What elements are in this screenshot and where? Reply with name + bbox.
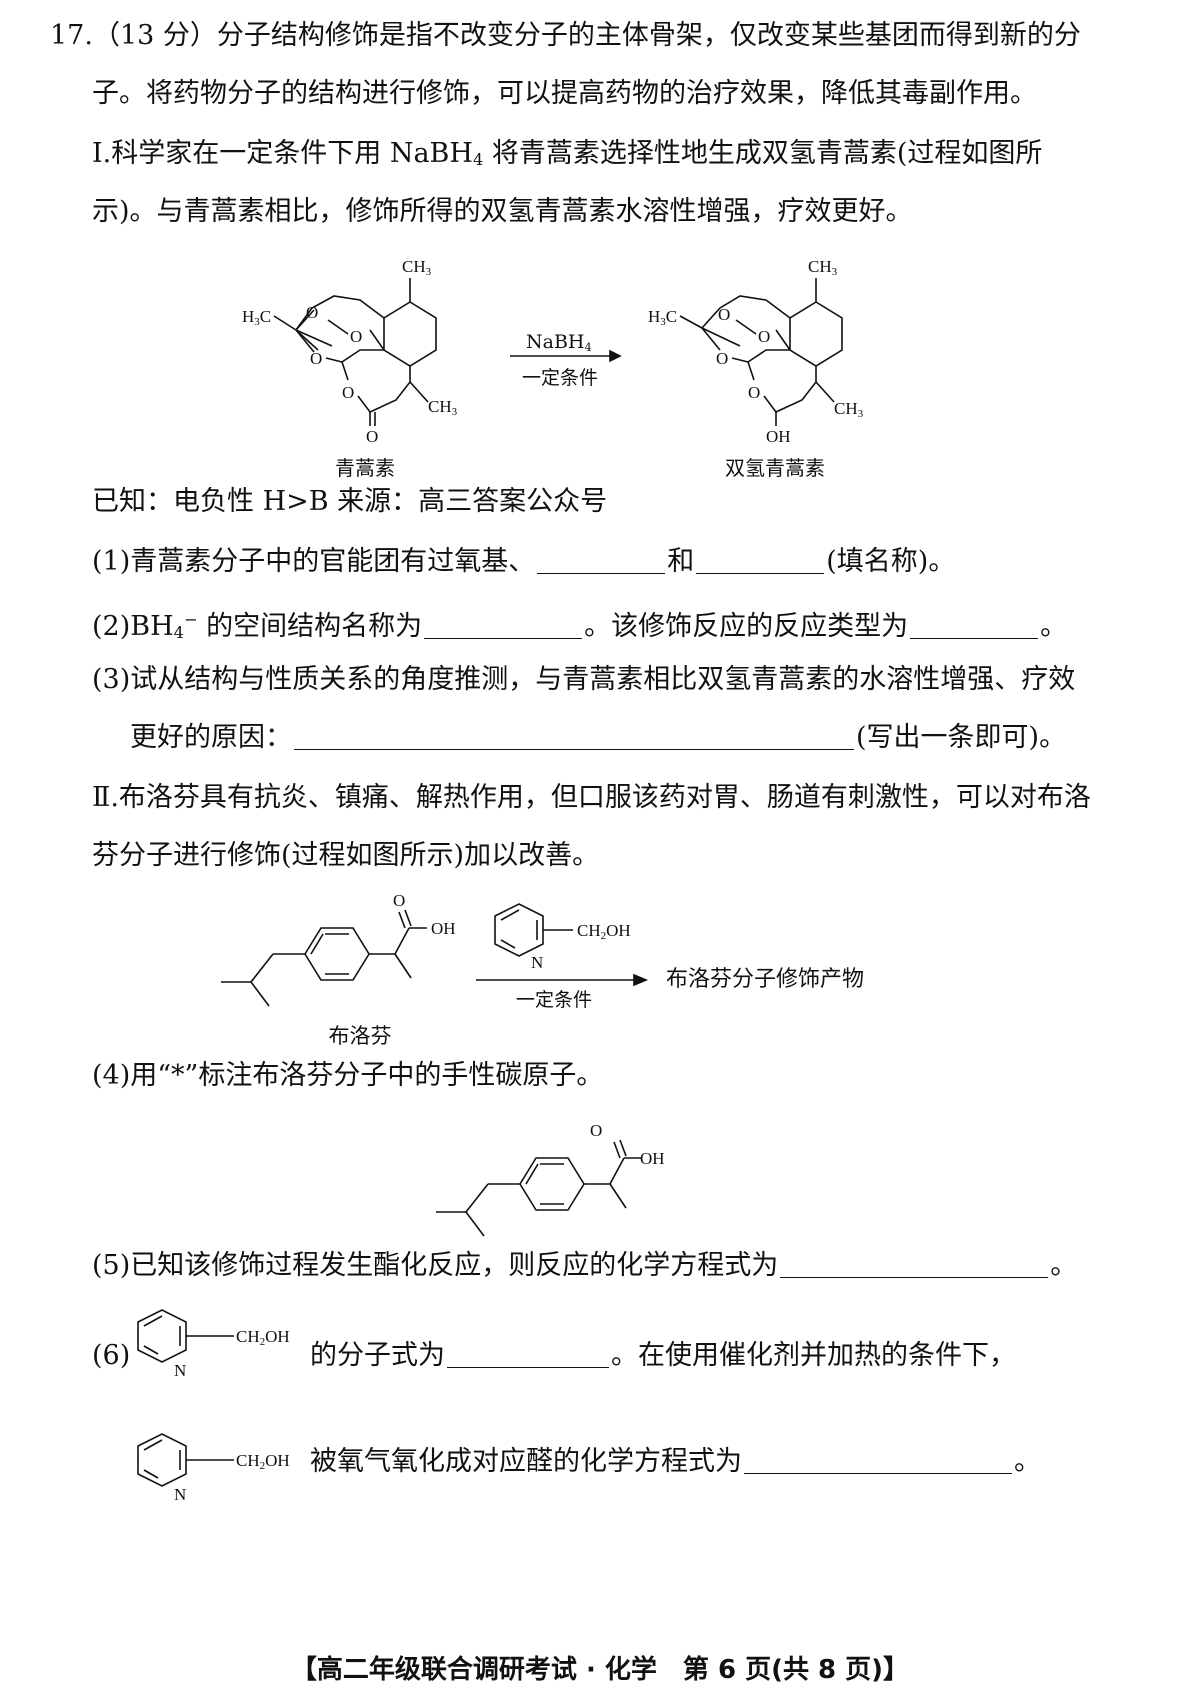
q6-line-2: 被氧气氧化成对应醛的化学方程式为 。 bbox=[310, 1442, 1070, 1482]
dihydroartemisinin-structure: CH3 O O H3C O O CH3 OH bbox=[648, 257, 864, 446]
q6-text-d: 被氧气氧化成对应醛的化学方程式为 bbox=[310, 1446, 742, 1477]
q1-line: (1)青蒿素分子中的官能团有过氧基、 和 (填名称)。 bbox=[92, 542, 1200, 582]
q6-blank-1[interactable] bbox=[447, 1337, 609, 1368]
dihydro-ch3-top-label: CH3 bbox=[808, 257, 838, 278]
dihydro-o4-label: O bbox=[748, 383, 760, 402]
scheme2-condition: 一定条件 bbox=[516, 989, 593, 1011]
artemisinin-ch3-bottom-label: CH3 bbox=[428, 397, 458, 418]
q3-text-b: (写出一条即可)。 bbox=[856, 722, 1067, 753]
part1-line-1-text-b: 将青蒿素选择性地生成双氢青蒿素(过程如图所 bbox=[483, 138, 1043, 169]
part1-line-1-sub: 4 bbox=[472, 150, 484, 169]
part1-line-1: Ⅰ.科学家在一定条件下用 NaBH4 将青蒿素选择性地生成双氢青蒿素(过程如图所 bbox=[92, 134, 1200, 180]
dihydro-o1-label: O bbox=[758, 327, 770, 346]
dihydro-o3-label: O bbox=[716, 349, 728, 368]
artemisinin-carbonyl-o-label: O bbox=[366, 427, 378, 446]
q4-oh-label: OH bbox=[640, 1149, 665, 1168]
q2-text-c: 。该修饰反应的反应类型为 bbox=[584, 611, 909, 642]
artemisinin-h3c-label: H3C bbox=[242, 307, 271, 328]
q3-line-2: 更好的原因： (写出一条即可)。 bbox=[130, 718, 1200, 758]
q2-blank-1[interactable] bbox=[424, 608, 583, 639]
pyridinemethanol-q6-structure-2: N CH2OH bbox=[137, 1433, 290, 1504]
q6-text-e: 。 bbox=[1014, 1446, 1041, 1477]
q5-line: (5)已知该修饰过程发生酯化反应，则反应的化学方程式为 。 bbox=[92, 1246, 1200, 1286]
q4-carbonyl-o-label: O bbox=[590, 1121, 602, 1140]
part1-line-2: 示)。与青蒿素相比，修饰所得的双氢青蒿素水溶性增强，疗效更好。 bbox=[92, 196, 913, 227]
q5-blank[interactable] bbox=[780, 1247, 1049, 1278]
pyridinemethanol-q6-structure: N CH2OH bbox=[137, 1309, 290, 1380]
artemisinin-o2-label: O bbox=[306, 303, 318, 322]
dihydro-ch3-bottom-label: CH3 bbox=[834, 399, 864, 420]
q6-label: (6) bbox=[92, 1340, 131, 1371]
q6-text-b: 的分子式为 bbox=[310, 1340, 445, 1371]
scheme1-arrow bbox=[510, 349, 622, 363]
q2-line: (2)BH4− 的空间结构名称为 。该修饰反应的反应类型为 。 bbox=[92, 600, 1200, 653]
dihydro-o2-label: O bbox=[718, 305, 730, 324]
q2-text-d: 。 bbox=[1040, 611, 1068, 642]
pyridinemethanol-reagent-structure: N CH2OH bbox=[494, 903, 631, 972]
ibuprofen-oh-label: OH bbox=[431, 919, 456, 938]
part2-line-2: 芬分子进行修饰(过程如图所示)加以改善。 bbox=[92, 840, 600, 871]
artemisinin-caption: 青蒿素 bbox=[335, 456, 395, 480]
q1-text-b: 和 bbox=[667, 546, 695, 577]
q3-text-a: 更好的原因： bbox=[130, 722, 292, 753]
q2-text-a: (2)BH bbox=[92, 611, 174, 642]
part1-line-1-text-a: Ⅰ.科学家在一定条件下用 NaBH bbox=[92, 138, 473, 169]
q6-ch2oh-label: CH2OH bbox=[236, 1327, 290, 1348]
scheme2-arrow bbox=[476, 973, 649, 987]
q4-line: (4)用“*”标注布洛芬分子中的手性碳原子。 bbox=[92, 1060, 604, 1091]
q6-line-1: 的分子式为 。在使用催化剂并加热的条件下， bbox=[310, 1336, 1070, 1376]
q6-text-c: 。在使用催化剂并加热的条件下， bbox=[611, 1340, 1016, 1371]
q2-sub: 4 bbox=[173, 623, 184, 642]
q1-blank-1[interactable] bbox=[537, 543, 666, 574]
artemisinin-o4-label: O bbox=[342, 383, 354, 402]
artemisinin-structure: CH3 O O H3C O O CH3 O bbox=[242, 257, 458, 446]
ibuprofen-caption: 布洛芬 bbox=[328, 1024, 392, 1048]
reagent-n-label: N bbox=[531, 953, 543, 972]
q3-line-1: (3)试从结构与性质关系的角度推测，与青蒿素相比双氢青蒿素的水溶性增强、疗效 bbox=[92, 664, 1076, 695]
artemisinin-ch3-top-label: CH3 bbox=[402, 257, 432, 278]
q1-text-c: (填名称)。 bbox=[826, 546, 956, 577]
known-electronegativity: 已知：电负性 H>B 来源：高三答案公众号 bbox=[92, 486, 608, 517]
q5-text-a: (5)已知该修饰过程发生酯化反应，则反应的化学方程式为 bbox=[92, 1250, 779, 1281]
q1-text-a: (1)青蒿素分子中的官能团有过氧基、 bbox=[92, 546, 536, 577]
q5-text-b: 。 bbox=[1050, 1250, 1078, 1281]
question-intro-line-1: 17.（13 分）分子结构修饰是指不改变分子的主体骨架，仅改变某些基团而得到新的… bbox=[50, 20, 1081, 51]
artemisinin-o3-label: O bbox=[310, 349, 322, 368]
ibuprofen-carbonyl-o-label: O bbox=[393, 891, 405, 910]
q6b-ch2oh-label: CH2OH bbox=[236, 1451, 290, 1472]
ibuprofen-structure: O OH bbox=[221, 891, 456, 1007]
scheme1-condition: 一定条件 bbox=[522, 367, 599, 389]
part2-line-1: Ⅱ.布洛芬具有抗炎、镇痛、解热作用，但口服该药对胃、肠道有刺激性，可以对布洛 bbox=[92, 782, 1091, 813]
dihydroartemisinin-caption: 双氢青蒿素 bbox=[725, 456, 825, 480]
dihydro-oh-label: OH bbox=[766, 427, 791, 446]
question-intro-line-2: 子。将药物分子的结构进行修饰，可以提高药物的治疗效果，降低其毒副作用。 bbox=[92, 78, 1037, 109]
page-footer: 【高二年级联合调研考试 · 化学 第 6 页(共 8 页)】 bbox=[290, 1655, 910, 1685]
q3-blank[interactable] bbox=[294, 719, 854, 750]
scheme2-product: 布洛芬分子修饰产物 bbox=[666, 967, 865, 992]
scheme1-reagent: NaBH4 bbox=[526, 331, 592, 354]
q6b-n-label: N bbox=[174, 1485, 186, 1504]
q2-sup: − bbox=[183, 610, 198, 629]
ibuprofen-structure-q4: O OH bbox=[436, 1121, 665, 1237]
artemisinin-o1-label: O bbox=[350, 327, 362, 346]
q6-blank-2[interactable] bbox=[744, 1443, 1012, 1474]
q2-text-b: 的空间结构名称为 bbox=[197, 611, 423, 642]
q2-blank-2[interactable] bbox=[910, 608, 1039, 639]
dihydro-h3c-label: H3C bbox=[648, 307, 677, 328]
q6-n-label: N bbox=[174, 1361, 186, 1380]
reagent-ch2oh-label: CH2OH bbox=[577, 921, 631, 942]
q1-blank-2[interactable] bbox=[696, 543, 825, 574]
